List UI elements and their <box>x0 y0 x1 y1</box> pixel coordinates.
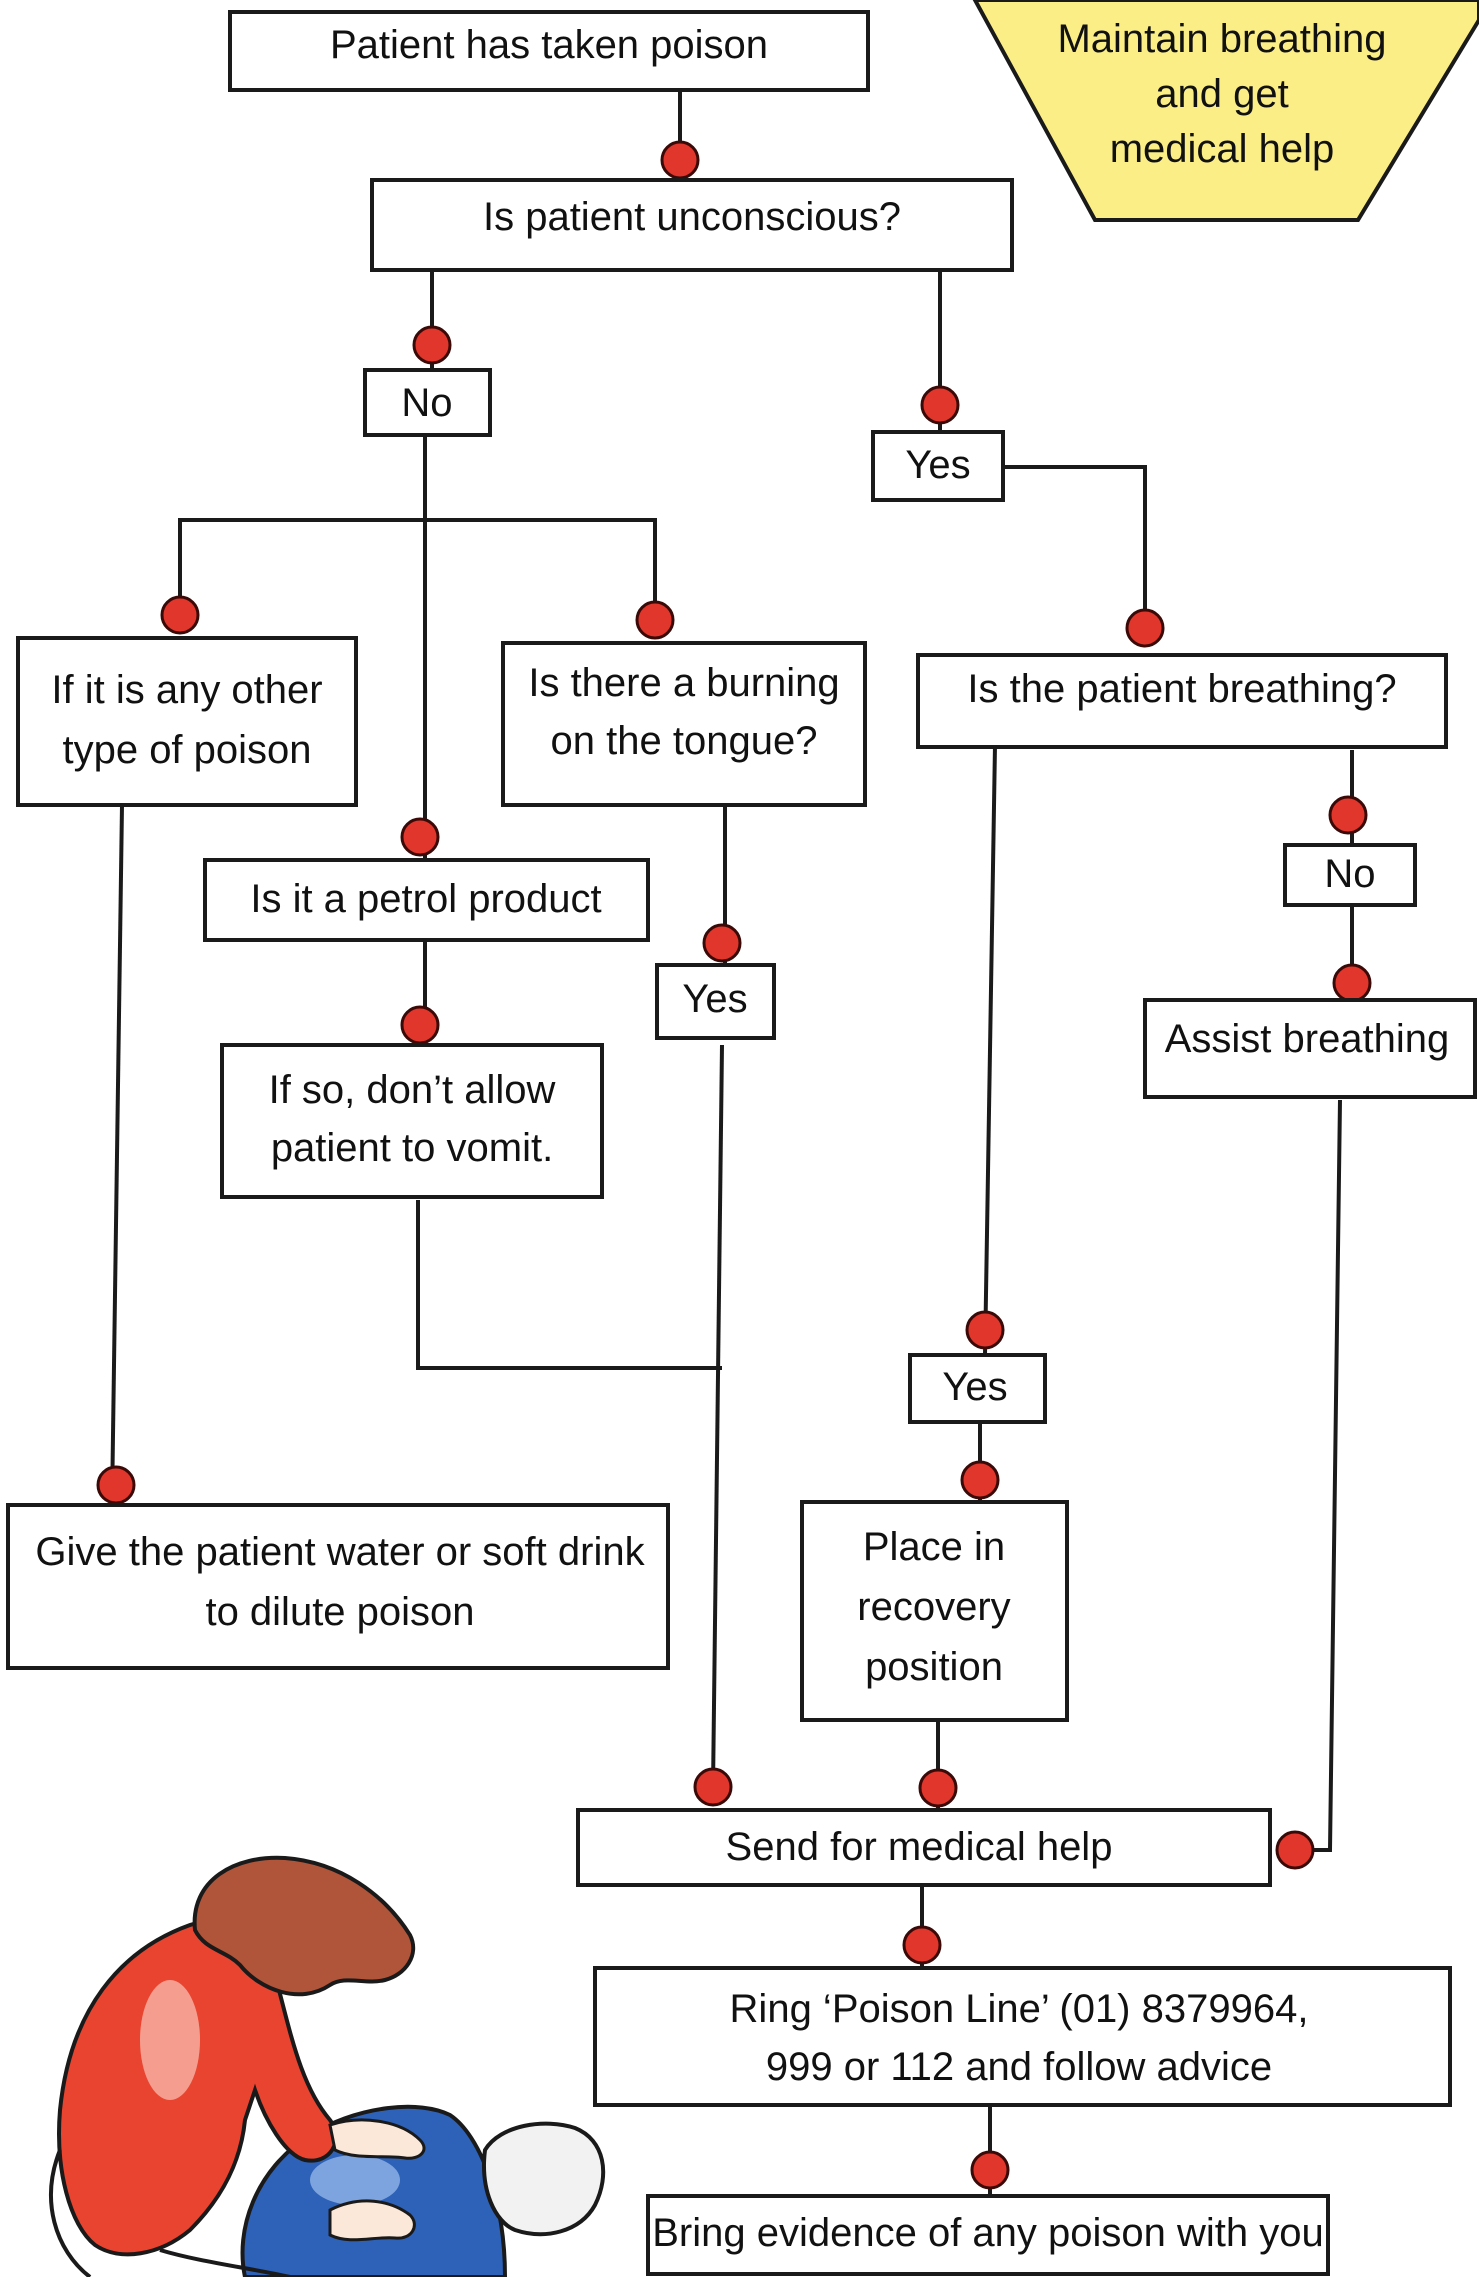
node-text: Yes <box>942 1365 1007 1409</box>
node-text: Send for medical help <box>726 1825 1113 1869</box>
node-text: If so, don’t allow <box>269 1068 556 1112</box>
connector-dot <box>970 2150 1010 2190</box>
connector-dot <box>635 600 675 640</box>
node-text: Is it a petrol product <box>250 877 601 921</box>
node-assist-breathing: Assist breathing <box>1143 998 1477 1099</box>
node-yes-unconscious: Yes <box>871 430 1005 502</box>
node-ring-poison-line: Ring ‘Poison Line’ (01) 8379964, 999 or … <box>593 1966 1452 2107</box>
node-text: Assist breathing <box>1165 1017 1450 1061</box>
connector-dot <box>920 385 960 425</box>
node-other-type-of-poison: If it is any other type of poison <box>16 636 358 807</box>
node-send-for-medical-help: Send for medical help <box>576 1808 1272 1887</box>
connector-dot <box>1275 1830 1315 1870</box>
node-text: Yes <box>905 443 970 487</box>
advice-line: medical help <box>1110 127 1335 171</box>
connector-dot <box>965 1310 1005 1350</box>
node-text: Ring ‘Poison Line’ (01) 8379964, <box>730 1987 1309 2031</box>
connector-dot <box>160 595 200 635</box>
helper-hand <box>328 2199 416 2242</box>
node-text: Give the patient water or soft drink <box>35 1530 645 1574</box>
connector-dot <box>1125 608 1165 648</box>
node-text: No <box>1324 852 1375 896</box>
connector-dot <box>400 817 440 857</box>
connector-dot <box>1328 795 1368 835</box>
connector-dot <box>918 1768 958 1808</box>
node-text: Is the patient breathing? <box>967 667 1396 711</box>
node-give-water: Give the patient water or soft drink to … <box>6 1503 670 1670</box>
node-text: on the tongue? <box>551 719 818 763</box>
connector-dot <box>960 1460 1000 1500</box>
patient-head <box>482 2121 606 2237</box>
connector-lines <box>110 90 1354 2195</box>
connector-dot <box>96 1465 136 1505</box>
node-patient-has-taken-poison: Patient has taken poison <box>228 10 870 92</box>
node-burning-on-tongue: Is there a burning on the tongue? <box>501 641 867 807</box>
node-yes-burning: Yes <box>655 963 776 1040</box>
node-text: position <box>865 1645 1003 1689</box>
node-text: Is patient unconscious? <box>483 195 901 239</box>
node-text: to dilute poison <box>205 1590 474 1634</box>
node-recovery-position: Place in recovery position <box>800 1500 1069 1722</box>
connector-dot <box>693 1767 733 1807</box>
node-text: Yes <box>682 977 747 1021</box>
node-is-patient-breathing: Is the patient breathing? <box>916 653 1448 749</box>
node-no-unconscious: No <box>363 368 492 437</box>
connector-dot <box>400 1005 440 1045</box>
node-text: Place in <box>863 1525 1005 1569</box>
node-bring-evidence: Bring evidence of any poison with you <box>646 2194 1330 2276</box>
connector-dot <box>412 325 452 365</box>
connector-dots <box>96 140 1372 2190</box>
connector-dot <box>902 1925 942 1965</box>
first-aider-helping-patient-icon <box>49 1855 606 2277</box>
node-is-patient-unconscious: Is patient unconscious? <box>370 178 1014 272</box>
helper-hand <box>328 2118 426 2160</box>
node-petrol-product: Is it a petrol product <box>203 858 650 942</box>
advice-line: Maintain breathing <box>1057 17 1386 61</box>
node-text: No <box>401 381 452 425</box>
node-no-breathing: No <box>1283 843 1417 907</box>
node-text: Patient has taken poison <box>330 23 768 67</box>
node-text: If it is any other <box>51 668 322 712</box>
connector-dot <box>1332 963 1372 1003</box>
node-dont-allow-vomit: If so, don’t allow patient to vomit. <box>220 1043 604 1199</box>
advice-box: Maintain breathing and get medical help <box>972 0 1479 222</box>
helper-shirt <box>57 1919 338 2257</box>
node-text: Bring evidence of any poison with you <box>652 2211 1324 2255</box>
node-text: type of poison <box>62 728 311 772</box>
helper-hair <box>192 1855 416 1997</box>
node-text: 999 or 112 and follow advice <box>766 2045 1272 2089</box>
connector-dot <box>702 923 742 963</box>
node-text: recovery <box>857 1585 1010 1629</box>
node-text: Is there a burning <box>528 661 839 705</box>
connector-dot <box>660 140 700 180</box>
node-text: patient to vomit. <box>271 1126 553 1170</box>
advice-line: and get <box>1155 72 1288 116</box>
node-yes-breathing: Yes <box>908 1353 1047 1424</box>
